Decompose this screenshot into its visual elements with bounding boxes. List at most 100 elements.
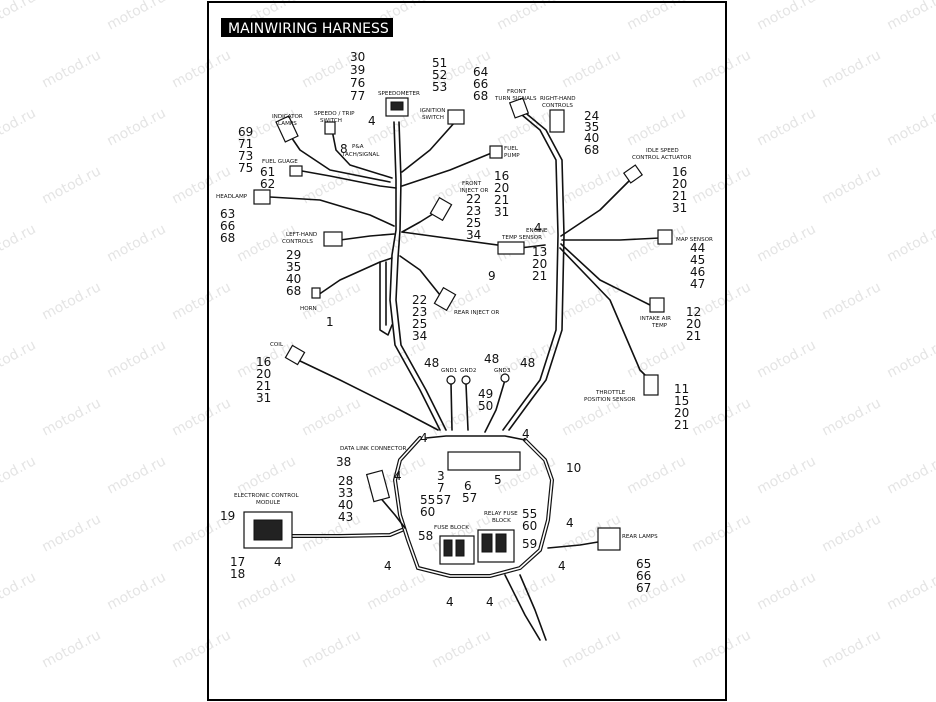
ref-number: 19 xyxy=(220,509,235,523)
ref-number: 48 xyxy=(424,356,439,370)
watermark-text: motod.ru xyxy=(169,279,233,323)
watermark-text: motod.ru xyxy=(559,163,623,207)
left-hand-controls-connector xyxy=(323,231,343,247)
fuel-gauge-label: FUEL GUAGE xyxy=(262,159,298,165)
ref-number: 44 xyxy=(690,241,705,255)
ref-number: 31 xyxy=(672,201,687,215)
ref-number: 52 xyxy=(432,68,447,82)
watermark-text: motod.ru xyxy=(234,453,298,497)
ref-number: 21 xyxy=(494,193,509,207)
relay-fuse-label1: RELAY FUSE xyxy=(484,511,518,517)
watermark-text: motod.ru xyxy=(429,627,493,671)
ref-number: 9 xyxy=(488,269,496,283)
data-link-connector-body xyxy=(365,469,391,503)
watermark-text: motod.ru xyxy=(819,395,883,439)
watermark-text: motod.ru xyxy=(754,221,818,265)
front-injector-label2: INJECT OR xyxy=(460,188,489,194)
intake-air-label2: TEMP xyxy=(651,323,668,329)
data-link-label: DATA LINK CONNECTOR xyxy=(340,446,407,452)
watermark-text: motod.ru xyxy=(689,395,753,439)
ref-number: 60 xyxy=(522,519,537,533)
ref-number: 73 xyxy=(238,149,253,163)
watermark-text: motod.ru xyxy=(819,279,883,323)
ref-number: 62 xyxy=(260,177,275,191)
watermark-text: motod.ru xyxy=(104,453,168,497)
ref-number: 6 xyxy=(464,479,472,493)
ref-number: 17 xyxy=(230,555,245,569)
rear-injector-label: REAR INJECT OR xyxy=(454,310,499,316)
ref-number: 57 xyxy=(462,491,477,505)
ref-number: 21 xyxy=(256,379,271,393)
watermark-text: motod.ru xyxy=(884,453,936,497)
watermark-text: motod.ru xyxy=(169,627,233,671)
idle-speed-label1: IDLE SPEED xyxy=(646,148,679,154)
watermark-text: motod.ru xyxy=(39,279,103,323)
ref-number: 4 xyxy=(420,431,428,445)
rear-lamps-connector xyxy=(597,527,621,551)
watermark-text: motod.ru xyxy=(169,47,233,91)
watermark-text: motod.ru xyxy=(624,569,688,613)
ref-number: 48 xyxy=(520,356,535,370)
engine-temp-sensor xyxy=(497,241,525,255)
ref-number: 16 xyxy=(672,165,687,179)
ref-number: 39 xyxy=(350,63,365,77)
ref-number: 35 xyxy=(584,120,599,134)
front-turn-signals-connector xyxy=(508,97,530,119)
front-injector-connector xyxy=(429,196,453,222)
watermark-text: motod.ru xyxy=(364,337,428,381)
watermark-text: motod.ru xyxy=(559,279,623,323)
ref-number: 76 xyxy=(350,76,365,90)
ref-number: 23 xyxy=(466,204,481,218)
watermark-text: motod.ru xyxy=(624,221,688,265)
rh-controls-label1: RIGHT-HAND xyxy=(540,96,576,102)
ref-number: 4 xyxy=(558,559,566,573)
ref-number: 33 xyxy=(338,486,353,500)
ref-number: 71 xyxy=(238,137,253,151)
ref-number: 15 xyxy=(674,394,689,408)
ref-number: 20 xyxy=(494,181,509,195)
ref-number: 65 xyxy=(636,557,651,571)
ref-number: 3 xyxy=(437,469,445,483)
central-housing xyxy=(447,451,521,471)
ref-number: 13 xyxy=(532,245,547,259)
ref-number: 43 xyxy=(338,510,353,524)
ref-number: 51 xyxy=(432,56,447,70)
ref-number: 77 xyxy=(350,89,365,103)
ref-number: 68 xyxy=(220,231,235,245)
ref-number: 34 xyxy=(466,228,481,242)
speedometer-connector xyxy=(385,97,409,117)
ref-number: 49 xyxy=(478,387,493,401)
idle-speed-label2: CONTROL ACTUATOR xyxy=(632,155,691,161)
gnd1-label: GND1 xyxy=(441,368,458,374)
ref-number: 59 xyxy=(522,537,537,551)
horn-label: HORN xyxy=(300,306,317,312)
watermark-text: motod.ru xyxy=(0,105,39,149)
horn-connector xyxy=(311,287,321,299)
ref-number: 4 xyxy=(384,559,392,573)
fuel-pump-connector xyxy=(489,145,503,159)
watermark-text: motod.ru xyxy=(884,0,936,34)
ref-number: 30 xyxy=(350,50,365,64)
ref-number: 31 xyxy=(494,205,509,219)
ref-number: 21 xyxy=(686,329,701,343)
watermark-text: motod.ru xyxy=(364,569,428,613)
watermark-text: motod.ru xyxy=(39,511,103,555)
ref-number: 68 xyxy=(286,284,301,298)
intake-air-label1: INTAKE AIR xyxy=(640,316,671,322)
ref-number: 61 xyxy=(260,165,275,179)
ref-number: 66 xyxy=(636,569,651,583)
pa-label2: TACH/SIGNAL xyxy=(341,152,380,158)
ref-number: 23 xyxy=(412,305,427,319)
lh-controls-label1: LEFT-HAND xyxy=(286,232,317,238)
ref-number: 20 xyxy=(674,406,689,420)
ref-number: 25 xyxy=(466,216,481,230)
fuel-pump-label2: PUMP xyxy=(504,153,520,159)
ref-number: 28 xyxy=(338,474,353,488)
ref-number: 21 xyxy=(674,418,689,432)
ref-number: 53 xyxy=(432,80,447,94)
ref-number: 4 xyxy=(368,114,376,128)
ignition-switch-connector xyxy=(447,109,465,125)
watermark-text: motod.ru xyxy=(819,47,883,91)
ref-number: 45 xyxy=(690,253,705,267)
watermark-text: motod.ru xyxy=(104,221,168,265)
